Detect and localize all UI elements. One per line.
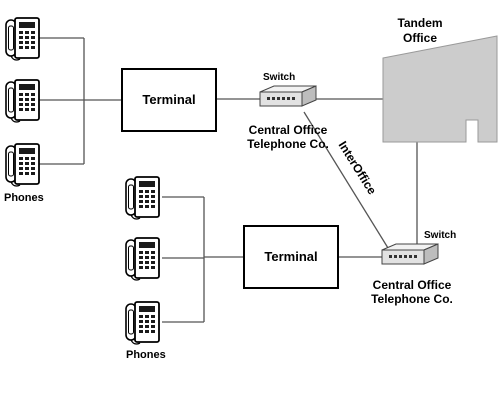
desk-phone-icon <box>125 237 160 281</box>
desk-phone-icon <box>5 79 40 123</box>
tandem-label-line2: Office <box>403 31 437 45</box>
tandem-label-line1: Tandem <box>397 16 442 30</box>
top-phone-group <box>5 17 40 187</box>
switch-label-top: Switch <box>263 72 295 83</box>
terminal-label-top: Terminal <box>142 92 195 107</box>
desk-phone-icon <box>125 176 160 220</box>
phones-label-top: Phones <box>4 192 44 204</box>
central-office-bottom-line1: Central Office <box>373 278 452 292</box>
terminal-label-bottom: Terminal <box>264 249 317 264</box>
desk-phone-icon <box>5 143 40 187</box>
interoffice-label: InterOffice <box>336 139 380 198</box>
desk-phone-icon <box>5 17 40 61</box>
central-office-bottom-line2: Telephone Co. <box>371 292 453 306</box>
switch-label-bottom: Switch <box>424 230 456 241</box>
phones-label-bottom: Phones <box>126 349 166 361</box>
terminal-box-bottom <box>243 225 339 289</box>
desk-phone-icon <box>125 301 160 345</box>
terminal-box-top <box>121 68 217 132</box>
central-office-top-line2: Telephone Co. <box>247 137 329 151</box>
bottom-phone-group <box>125 176 160 345</box>
network-switch-icon <box>259 85 317 107</box>
tandem-office-building-icon <box>382 35 498 143</box>
interoffice-trunk <box>303 111 389 249</box>
central-office-top-line1: Central Office <box>249 123 328 137</box>
network-switch-icon <box>381 243 439 265</box>
connection-lines <box>38 37 418 323</box>
